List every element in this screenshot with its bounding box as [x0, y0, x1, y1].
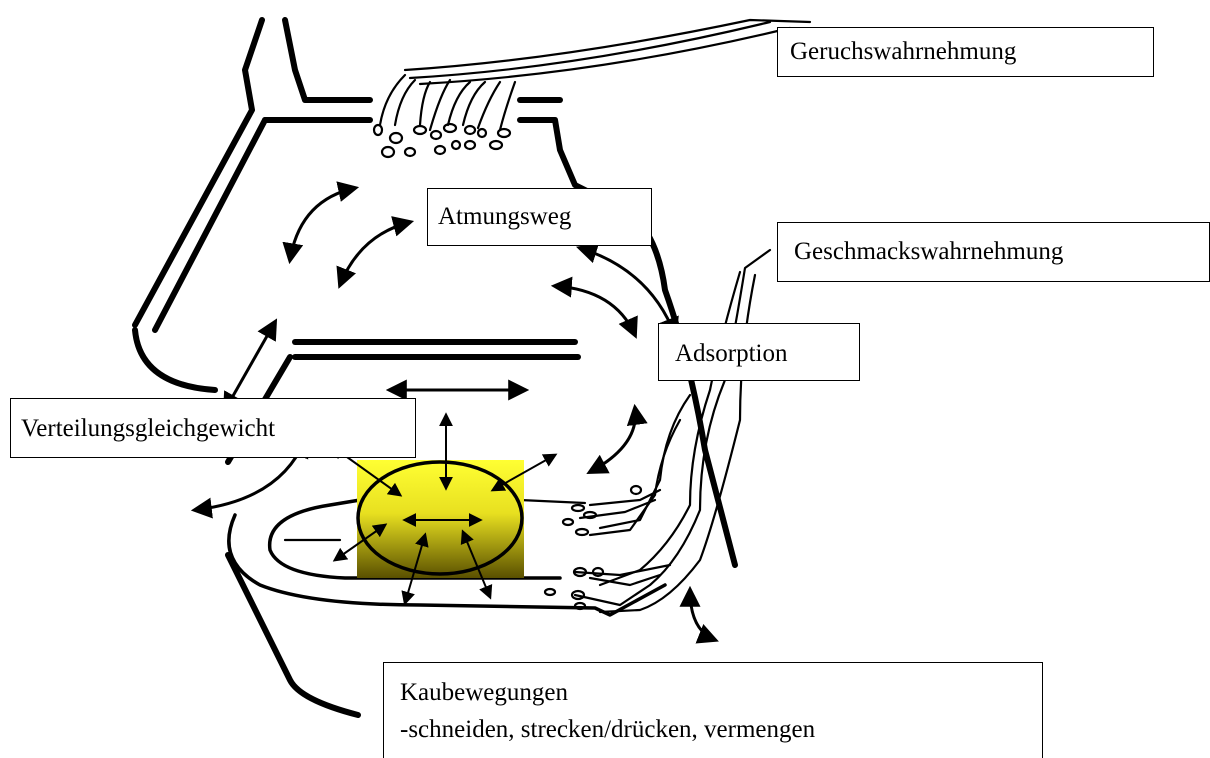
arrow-nose-a: [290, 188, 355, 260]
label-adsorption: Adsorption: [658, 323, 860, 381]
arrow-jaw: [690, 590, 715, 640]
olfactory-nerves: [374, 20, 810, 157]
arrow-throat-b: [555, 286, 635, 335]
kaubewegungen-title: Kaubewegungen: [400, 677, 1026, 708]
label-geschmackswahrnehmung: Geschmackswahrnehmung: [777, 222, 1210, 282]
label-geruchswahrnehmung: Geruchswahrnehmung: [777, 27, 1154, 77]
arrow-nose-b: [340, 222, 410, 285]
label-atmungsweg: Atmungsweg: [427, 188, 652, 246]
face-outline: [135, 20, 735, 715]
arrow-pharynx: [590, 408, 635, 472]
kaubewegungen-detail: -schneiden, strecken/drücken, vermengen: [400, 714, 1026, 745]
label-verteilungsgleichgewicht: Verteilungsgleichgewicht: [10, 398, 416, 458]
label-kaubewegungen: Kaubewegungen -schneiden, strecken/drück…: [383, 662, 1043, 758]
